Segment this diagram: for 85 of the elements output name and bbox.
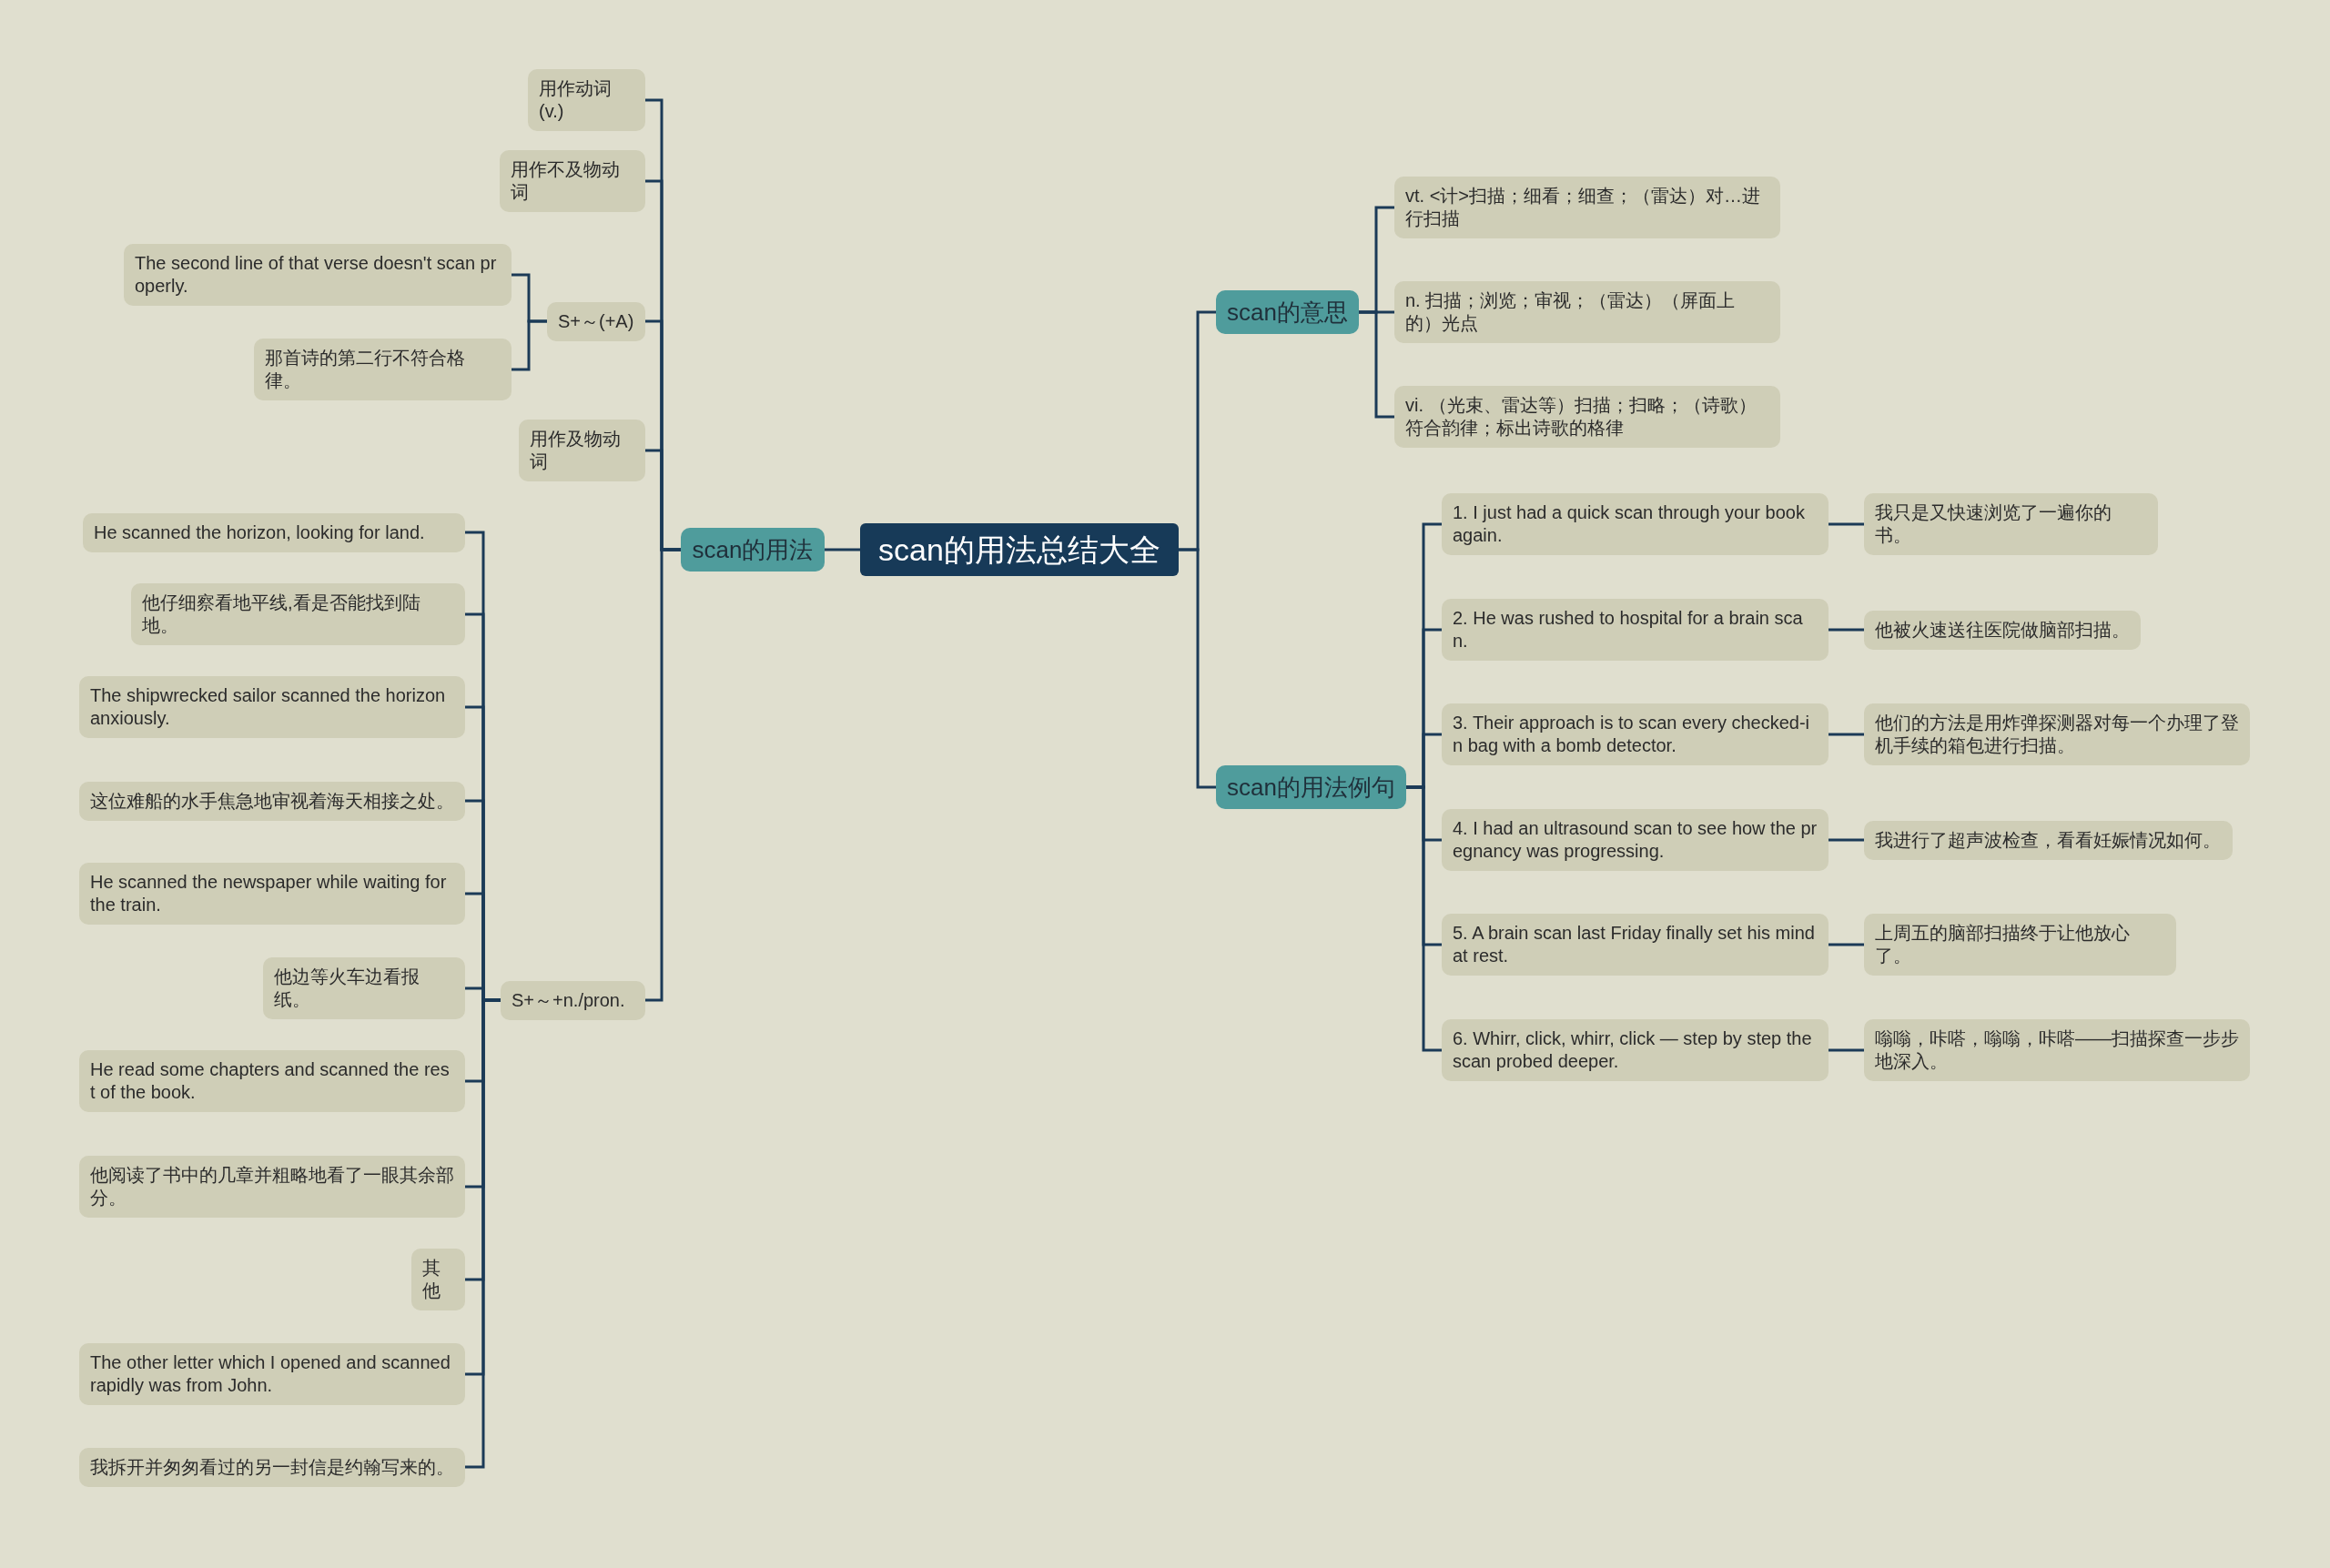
subtopic-box [1442, 599, 1829, 661]
connector-line [645, 548, 681, 1002]
root-topic-box [860, 522, 1179, 576]
subtopic-box [79, 863, 465, 925]
subtopic-box [83, 512, 465, 552]
subtopic-box [1394, 386, 1780, 448]
connector-line [1829, 628, 1864, 632]
node-text: 他仔细察看地平线,看是否能找到陆地。 [142, 592, 421, 637]
node-text: 他被火速送往医院做脑部扫描。 [1875, 618, 2130, 642]
node-text: n. 扫描；浏览；审视；（雷达）（屏面上的）光点 [1405, 289, 1737, 335]
subtopic-box [1442, 914, 1829, 976]
subtopic-box [131, 583, 465, 645]
subtopic-box [547, 301, 645, 341]
subtopic-box [263, 957, 465, 1019]
node-text: S+～(+A) [558, 309, 634, 333]
subtopic-box [411, 1249, 465, 1310]
topic-box [681, 527, 825, 572]
node-text: The other letter which I opened and scanned rapidly was from John. [90, 1351, 451, 1397]
node-text: S+～+n./pron. [512, 988, 625, 1012]
subtopic-box [79, 1343, 465, 1405]
subtopic-box [1864, 610, 2141, 650]
subtopic-box [1442, 493, 1829, 555]
connector-line [1829, 838, 1864, 842]
node-text: He scanned the newspaper while waiting for the train. [90, 871, 448, 916]
node-text: 我进行了超声波检查，看看妊娠情况如何。 [1875, 828, 2221, 852]
connector-line [1829, 943, 1864, 946]
node-text: 那首诗的第二行不符合格律。 [265, 347, 466, 392]
subtopic-box [79, 676, 465, 738]
connector-line [512, 319, 547, 371]
subtopic-box [1442, 703, 1829, 765]
topic-box [1216, 289, 1359, 334]
node-text: 我只是又快速浏览了一遍你的书。 [1875, 501, 2112, 547]
node-text: The shipwrecked sailor scanned the horizon anxiously. [90, 684, 447, 730]
subtopic-box [519, 420, 645, 481]
subtopic-box [79, 1447, 465, 1487]
subtopic-box [1442, 1019, 1829, 1081]
subtopic-box [1864, 820, 2233, 860]
node-text: 上周五的脑部扫描终于让他放心了。 [1875, 922, 2131, 967]
node-text: scan的用法 [692, 534, 814, 564]
node-text: 用作动词(v.) [539, 77, 613, 123]
connector-line [1359, 310, 1394, 419]
connector-line [1829, 733, 1864, 736]
connector-line [1179, 548, 1216, 789]
node-text: scan的用法总结大全 [878, 531, 1160, 569]
subtopic-box [1864, 1019, 2250, 1081]
subtopic-box [1394, 281, 1780, 343]
subtopic-box [1442, 809, 1829, 871]
node-text: scan的用法例句 [1227, 772, 1395, 802]
node-text: 嗡嗡，咔嗒，嗡嗡，咔嗒——扫描探查一步步地深入。 [1875, 1027, 2239, 1073]
connector-line [825, 548, 860, 551]
node-text: 1. I just had a quick scan through your book again. [1453, 501, 1806, 547]
node-text: 6. Whirr, click, whirr, click — step by step the scan probed deeper. [1453, 1027, 1813, 1073]
subtopic-box [1864, 914, 2176, 976]
node-text: 用作及物动词 [530, 428, 622, 473]
node-text: 其他 [422, 1257, 441, 1302]
subtopic-box [1394, 177, 1780, 238]
node-text: 用作不及物动词 [511, 158, 621, 204]
node-text: 他们的方法是用炸弹探测器对每一个办理了登机手续的箱包进行扫描。 [1875, 712, 2239, 757]
subtopic-box [79, 1156, 465, 1218]
node-text: 这位难船的水手焦急地审视着海天相接之处。 [90, 789, 454, 813]
topic-box [1216, 764, 1406, 809]
connector-line [1829, 1048, 1864, 1052]
node-text: 4. I had an ultrasound scan to see how the pregnancy was progressing. [1453, 817, 1818, 863]
subtopic-box [79, 781, 465, 821]
subtopic-box [79, 1050, 465, 1112]
subtopic-box [528, 69, 645, 131]
node-text: The second line of that verse doesn't scan properly. [135, 252, 498, 298]
node-text: He read some chapters and scanned the rest of the book. [90, 1058, 451, 1104]
subtopic-box [1864, 703, 2250, 765]
node-text: vt. <计>扫描；细看；细查；（雷达）对…进行扫描 [1405, 185, 1762, 230]
subtopic-box [500, 150, 645, 212]
node-text: 5. A brain scan last Friday finally set his mind at rest. [1453, 922, 1816, 967]
subtopic-box [124, 244, 512, 306]
connector-line [1829, 522, 1864, 526]
node-text: 3. Their approach is to scan every checked-in bag with a bomb detector. [1453, 712, 1811, 757]
node-text: vi. （光束、雷达等）扫描；扫略；（诗歌）符合韵律；标出诗歌的格律 [1405, 394, 1758, 440]
node-text: scan的意思 [1227, 297, 1348, 327]
subtopic-box [501, 980, 645, 1020]
subtopic-box [254, 339, 512, 400]
node-text: 他阅读了书中的几章并粗略地看了一眼其余部分。 [90, 1164, 454, 1209]
node-text: 他边等火车边看报纸。 [274, 966, 420, 1011]
subtopic-box [1864, 493, 2158, 555]
node-text: 我拆开并匆匆看过的另一封信是约翰写来的。 [90, 1455, 454, 1479]
node-text: He scanned the horizon, looking for land. [94, 521, 425, 544]
node-text: 2. He was rushed to hospital for a brain scan. [1453, 607, 1804, 652]
